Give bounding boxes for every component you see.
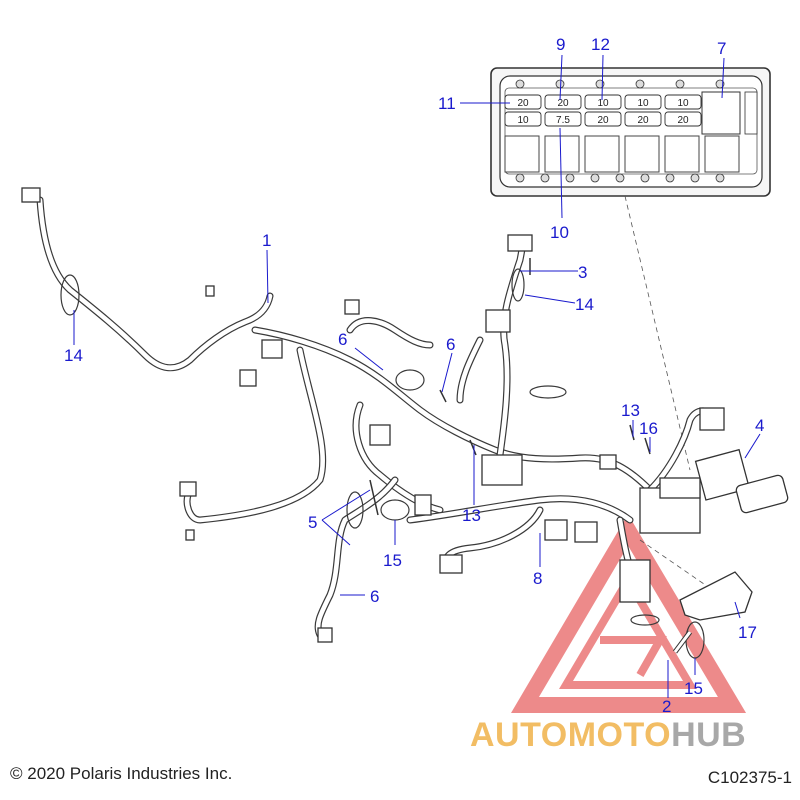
- fuse-module-4: [694, 448, 789, 514]
- callout-6c: 6: [370, 587, 379, 606]
- fuse-slot: [584, 94, 622, 110]
- fuse-slot: [544, 111, 582, 127]
- fuse-slot: [664, 111, 702, 127]
- fuse-rating-label: 10: [517, 115, 529, 126]
- callout-17: 17: [738, 623, 757, 642]
- fuse-rating-label: 20: [677, 115, 689, 126]
- callout-6b: 6: [446, 335, 455, 354]
- callout-10: 10: [550, 223, 569, 242]
- watermark-text-primary: AUTOMOTO: [470, 716, 672, 754]
- callout-11: 11: [438, 94, 456, 113]
- copyright-notice: © 2020 Polaris Industries Inc.: [10, 764, 233, 783]
- automotohub-watermark: AUTOMOTOHUB: [470, 716, 746, 755]
- fuse-slot: [504, 94, 542, 110]
- fuse-rating-label: 10: [677, 98, 689, 109]
- fuse-slot: [624, 94, 662, 110]
- fuse-rating-label: 20: [517, 98, 529, 109]
- fuse-rating-label: 20: [557, 98, 569, 109]
- fuse-rating-label: 10: [637, 98, 649, 109]
- callout-14a: 14: [64, 346, 83, 365]
- fuse-rating-label: 7.5: [556, 115, 570, 126]
- fuse-slot: [664, 94, 702, 110]
- fuse-slot: [624, 111, 662, 127]
- callout-16: 16: [639, 419, 658, 438]
- callout-2: 2: [662, 697, 671, 716]
- callout-4: 4: [755, 416, 764, 435]
- fuse-rating-label: 20: [637, 115, 649, 126]
- callout-15b: 15: [684, 679, 703, 698]
- callout-15a: 15: [383, 551, 402, 570]
- watermark-triangle-logo: [511, 514, 747, 713]
- callout-9: 9: [556, 35, 565, 54]
- watermark-text-secondary: HUB: [671, 716, 747, 754]
- callout-8: 8: [533, 569, 542, 588]
- callout-labels: 1 2 3 4 5 6 6 6 7 8 9 10 11 12 13 13 14 …: [64, 35, 764, 716]
- callout-13b: 13: [462, 506, 481, 525]
- fuse-slot: [544, 94, 582, 110]
- fuse-slot: [504, 111, 542, 127]
- callout-12: 12: [591, 35, 610, 54]
- callout-13a: 13: [621, 401, 640, 420]
- fuse-rating-label: 10: [597, 98, 609, 109]
- callout-3: 3: [578, 263, 587, 282]
- callout-1: 1: [262, 231, 271, 250]
- fuse-box-detail: 20 20 10 10 10 10 7.5 20 20 20: [490, 67, 771, 197]
- callout-7: 7: [717, 39, 726, 58]
- figure-id: C102375-1: [707, 768, 792, 787]
- fuse-rating-label: 20: [597, 115, 609, 126]
- projection-lines: [624, 195, 721, 596]
- leader-lines: [73, 54, 761, 698]
- callout-6a: 6: [338, 330, 347, 349]
- callout-5: 5: [308, 513, 317, 532]
- bracket-17: [679, 571, 753, 621]
- fuse-slot: [584, 111, 622, 127]
- callout-14b: 14: [575, 295, 594, 314]
- connectors: [21, 187, 725, 659]
